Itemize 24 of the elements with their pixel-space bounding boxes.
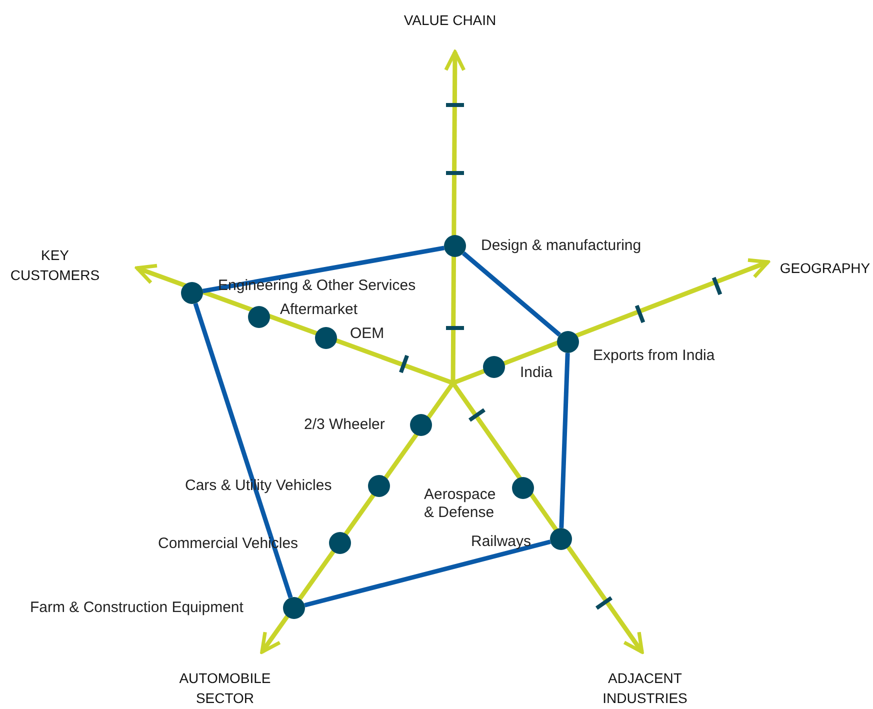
- point-label: Aftermarket: [280, 301, 358, 319]
- point-label: Exports from India: [593, 347, 715, 365]
- axis-arrow: [451, 382, 644, 654]
- axis-arrow: [135, 264, 454, 386]
- axis-label: KEY CUSTOMERS: [9, 246, 101, 285]
- connector-line: [304, 540, 551, 608]
- connector-line: [193, 302, 293, 598]
- axis-arrow: [260, 382, 455, 654]
- point-label: 2/3 Wheeler: [304, 416, 385, 434]
- axis-label: ADJACENT INDUSTRIES: [602, 669, 688, 708]
- connector-line: [559, 352, 570, 528]
- axis-arrow: [452, 258, 770, 386]
- point-label: OEM: [350, 325, 384, 343]
- axis-label: AUTOMOBILE SECTOR: [178, 669, 272, 708]
- point-label: Design & manufacturing: [481, 237, 642, 255]
- point-label: Farm & Construction Equipment: [30, 599, 244, 617]
- point-label: India: [520, 364, 553, 382]
- axis-label: VALUE CHAIN: [402, 11, 498, 30]
- axis-label: GEOGRAPHY: [778, 259, 872, 278]
- point-label: Aerospace & Defense: [424, 486, 497, 522]
- connector-line: [462, 251, 562, 337]
- axis-arrow: [444, 50, 466, 384]
- connector-line: [202, 246, 445, 294]
- point-label: Railways: [471, 533, 532, 551]
